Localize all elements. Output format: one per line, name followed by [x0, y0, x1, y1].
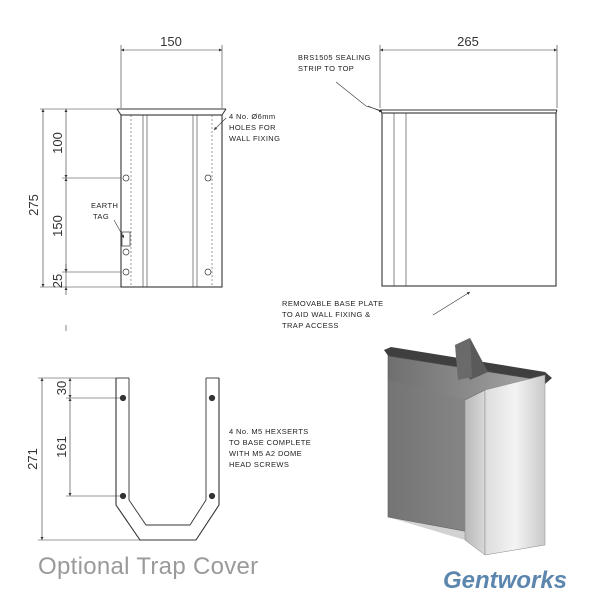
svg-text:STRIP TO TOP: STRIP TO TOP: [298, 64, 354, 73]
svg-text:BRS1505 SEALING: BRS1505 SEALING: [298, 53, 371, 62]
front-seg-top-dim: 100: [50, 132, 65, 154]
front-seg-mid-dim: 150: [50, 215, 65, 237]
svg-text:TO BASE COMPLETE: TO BASE COMPLETE: [229, 438, 311, 447]
front-width-dim: 150: [160, 34, 182, 49]
hexsert-screw: [208, 394, 216, 402]
base-plate-note: REMOVABLE BASE PLATE TO AID WALL FIXING …: [282, 299, 384, 330]
svg-text:WALL FIXING: WALL FIXING: [229, 134, 280, 143]
side-width-dim: 265: [457, 34, 479, 49]
svg-text:TRAP ACCESS: TRAP ACCESS: [282, 321, 339, 330]
hexsert-note: 4 No. M5 HEXSERTS TO BASE COMPLETE WITH …: [229, 427, 311, 469]
svg-text:4 No. M5 HEXSERTS: 4 No. M5 HEXSERTS: [229, 427, 309, 436]
fixing-hole: [122, 268, 130, 276]
plan-seg-top-dim: 30: [54, 381, 69, 395]
svg-text:EARTH: EARTH: [91, 201, 118, 210]
earth-tag-note: EARTH TAG: [91, 201, 118, 221]
front-seg-bottom-dim: 25: [50, 274, 65, 288]
svg-text:REMOVABLE BASE PLATE: REMOVABLE BASE PLATE: [282, 299, 384, 308]
holes-note: 4 No. Ø6mm HOLES FOR WALL FIXING: [229, 112, 280, 143]
trap-cover-3d-render: [384, 338, 552, 556]
svg-text:HOLES FOR: HOLES FOR: [229, 123, 276, 132]
plan-seg-mid-dim: 161: [54, 436, 69, 458]
svg-text:WITH M5 A2 DOME: WITH M5 A2 DOME: [229, 449, 302, 458]
svg-text:TAG: TAG: [93, 212, 109, 221]
sealing-strip-note: BRS1505 SEALING STRIP TO TOP: [298, 53, 371, 73]
hexsert-screw: [208, 492, 216, 500]
side-view: [335, 45, 558, 316]
front-height-dim: 275: [26, 194, 41, 216]
drawing-title: Optional Trap Cover: [38, 553, 259, 580]
fixing-hole: [204, 268, 212, 276]
svg-text:TO AID WALL FIXING &: TO AID WALL FIXING &: [282, 310, 371, 319]
fixing-hole: [204, 174, 212, 182]
front-view: [40, 45, 227, 331]
svg-text:HEAD SCREWS: HEAD SCREWS: [229, 460, 289, 469]
plan-view: [38, 377, 220, 541]
plan-depth-dim: 271: [25, 448, 40, 470]
svg-text:4 No. Ø6mm: 4 No. Ø6mm: [229, 112, 276, 121]
fixing-hole: [122, 174, 130, 182]
earth-tag: [121, 231, 131, 247]
brand-logo: Gentworks: [443, 567, 568, 594]
